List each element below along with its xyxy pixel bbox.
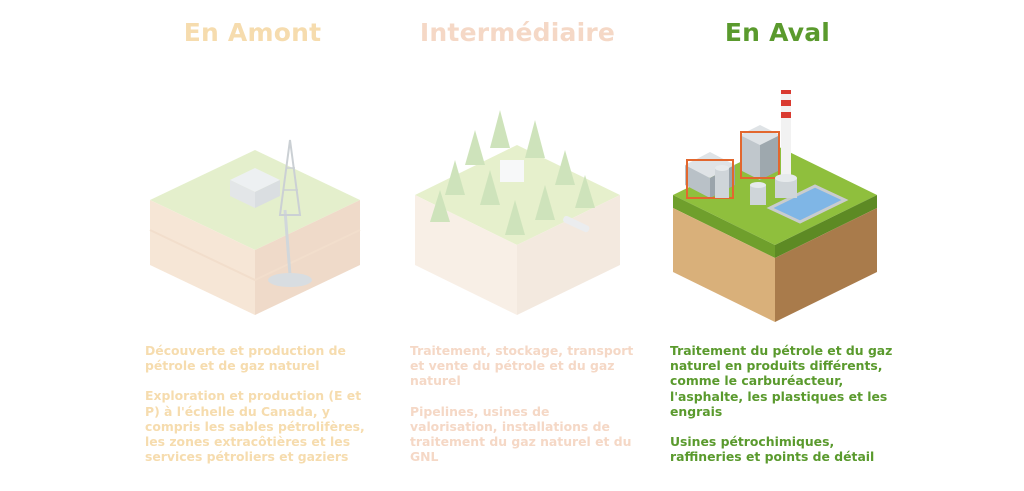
stage-title: En Aval bbox=[724, 18, 831, 47]
stage-paragraph: Traitement du pétrole et du gaz naturel … bbox=[670, 343, 893, 419]
stage-paragraph: Pipelines, usines de valorisation, insta… bbox=[410, 403, 632, 465]
stage-paragraph: Exploration et production (E et P) à l'é… bbox=[145, 388, 365, 465]
stage-paragraph: Traitement, stockage, transport et vente… bbox=[410, 343, 634, 389]
stage-description: Traitement du pétrole et du gaz naturel … bbox=[670, 343, 900, 479]
stage-title: En Amont bbox=[183, 18, 322, 47]
stage-title: Intermédiaire bbox=[419, 18, 616, 47]
forest-icon bbox=[415, 110, 620, 315]
stage-downstream: En Aval Traiteme bbox=[655, 0, 900, 491]
stage-paragraph: Découverte et production de pétrole et d… bbox=[145, 343, 346, 374]
stage-midstream: Intermédiaire Traitement, stockage, tran… bbox=[395, 0, 640, 491]
stage-upstream: En Amont Découverte et production de pét… bbox=[130, 0, 375, 491]
stage-description: Découverte et production de pétrole et d… bbox=[145, 343, 375, 479]
stage-description: Traitement, stockage, transport et vente… bbox=[410, 343, 640, 479]
stage-paragraph: Usines pétrochimiques, raffineries et po… bbox=[670, 434, 875, 465]
oil-derrick-icon bbox=[149, 139, 361, 315]
refinery-icon bbox=[673, 90, 877, 322]
